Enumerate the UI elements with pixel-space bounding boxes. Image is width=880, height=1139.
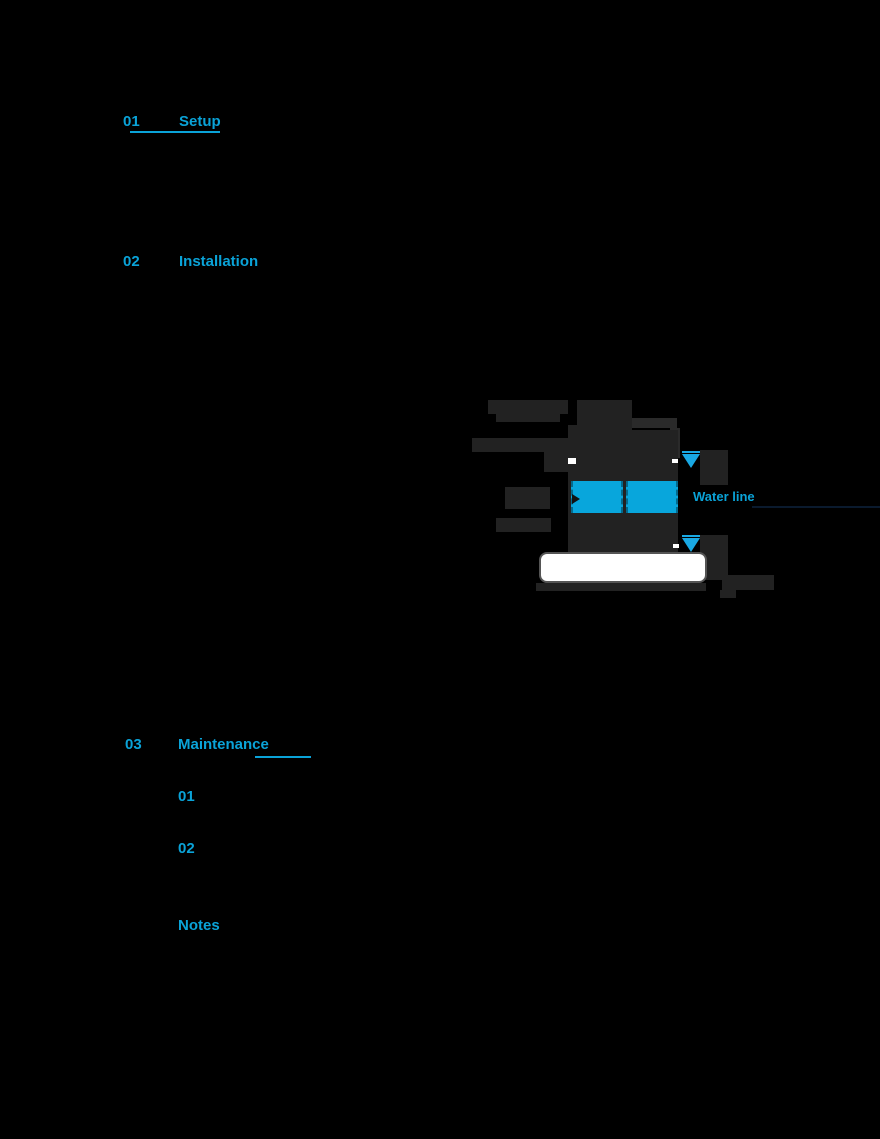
diagram-label bbox=[488, 400, 568, 414]
section-underline bbox=[130, 131, 220, 133]
section-title: Maintenance bbox=[178, 736, 269, 753]
filter-cartridge-right bbox=[626, 481, 678, 513]
water-level-top-icon bbox=[682, 454, 700, 468]
diagram-label bbox=[722, 575, 774, 590]
diagram-label bbox=[496, 518, 551, 532]
water-level-bottom-icon bbox=[682, 538, 700, 552]
diagram-label bbox=[505, 487, 550, 509]
diagram-label bbox=[700, 450, 728, 485]
section-title: Setup bbox=[179, 113, 221, 130]
water-level-bar bbox=[682, 535, 700, 537]
section-number: 03 bbox=[125, 736, 142, 753]
step-number: 01 bbox=[178, 788, 195, 805]
section-number: 01 bbox=[123, 113, 140, 130]
diagram-label bbox=[472, 438, 592, 452]
tray-shadow bbox=[536, 583, 706, 591]
sensor-node-icon bbox=[568, 458, 576, 464]
note-label: Notes bbox=[178, 917, 220, 934]
section-number: 02 bbox=[123, 253, 140, 270]
base-tray bbox=[539, 552, 707, 583]
callout-line bbox=[752, 506, 880, 508]
section-title: Installation bbox=[179, 253, 259, 270]
step-number: 02 bbox=[178, 840, 195, 857]
level-marker bbox=[673, 544, 679, 548]
level-marker bbox=[672, 459, 678, 463]
callout-label: Water line bbox=[693, 489, 755, 504]
diagram-label bbox=[720, 590, 736, 598]
water-level-bar bbox=[682, 451, 700, 453]
flow-arrow-icon bbox=[572, 494, 580, 504]
section-underline bbox=[255, 756, 311, 758]
leader-line bbox=[632, 418, 677, 428]
diagram-label bbox=[496, 414, 560, 422]
